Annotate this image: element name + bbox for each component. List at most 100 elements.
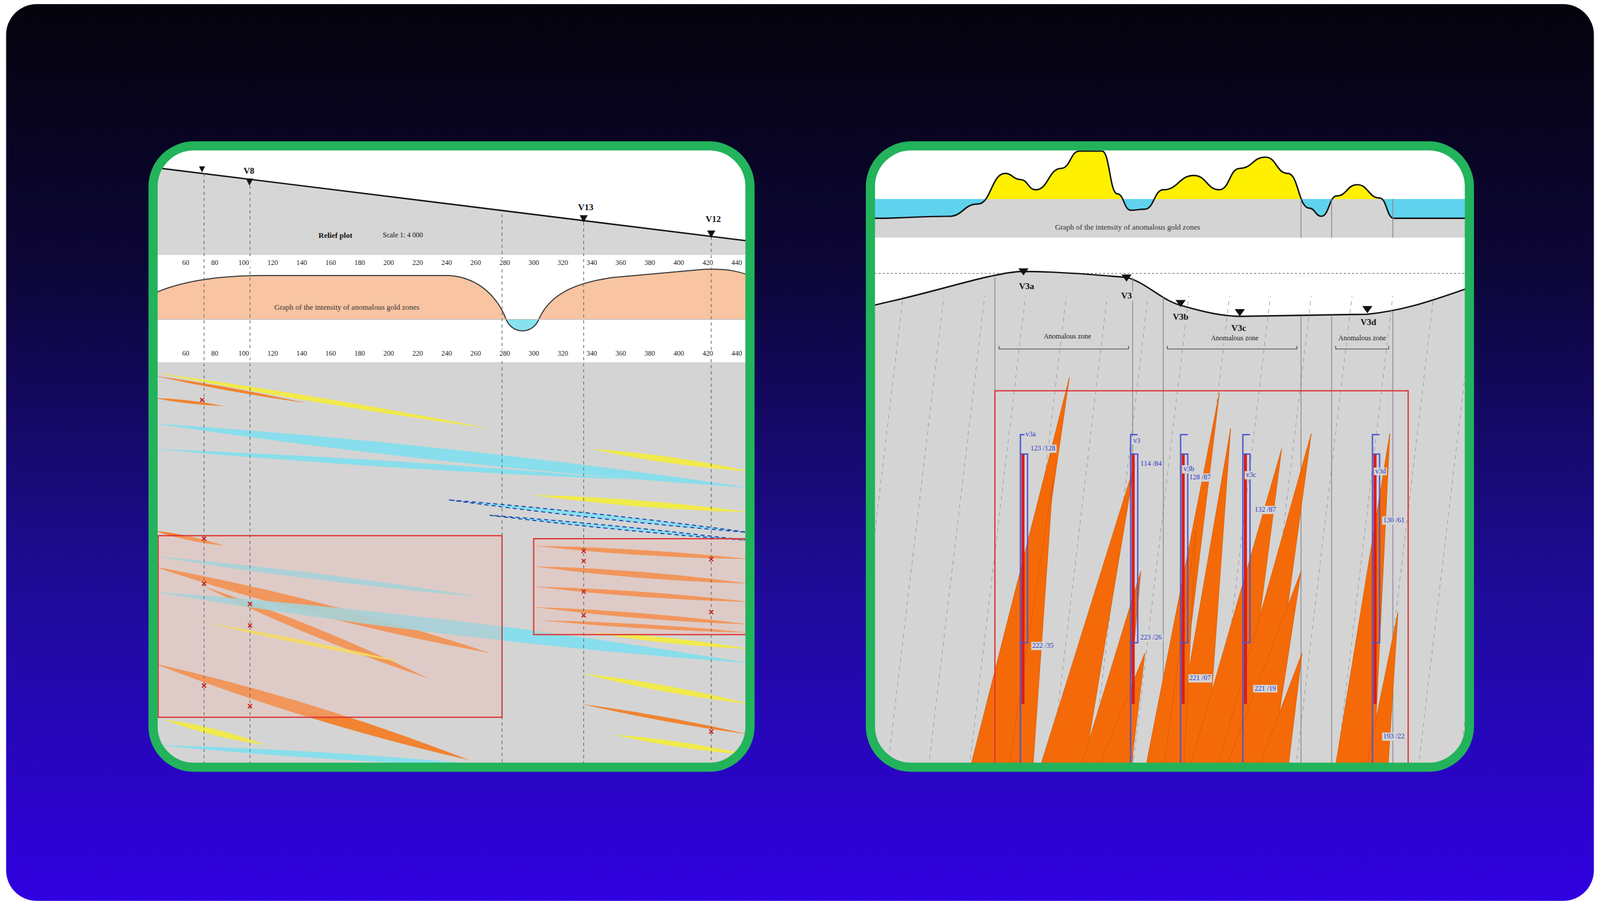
ore-lens bbox=[612, 734, 750, 756]
ore-body bbox=[1096, 652, 1145, 768]
ore-body bbox=[1257, 652, 1303, 768]
well-marker: V3 bbox=[1120, 290, 1134, 301]
panel-border bbox=[870, 145, 1470, 768]
assay-bar bbox=[1373, 453, 1377, 705]
assay-bar bbox=[1181, 453, 1185, 705]
axis-number: 140 bbox=[295, 259, 309, 268]
borehole-label: v3d bbox=[1373, 467, 1387, 476]
ore-lens bbox=[530, 494, 750, 512]
axis-number: 80 bbox=[210, 349, 220, 358]
depth-value: 123 /128 bbox=[1028, 445, 1057, 454]
axis-number: 420 bbox=[701, 349, 715, 358]
well-marker: V3a bbox=[1017, 281, 1036, 292]
axis-number: 80 bbox=[210, 259, 220, 268]
left-section bbox=[153, 145, 750, 768]
axis-number: 380 bbox=[643, 349, 657, 358]
ore-lens bbox=[581, 673, 750, 705]
axis-number: 180 bbox=[353, 349, 367, 358]
depth-value: 114 /84 bbox=[1139, 460, 1163, 469]
axis-number: 160 bbox=[324, 259, 338, 268]
well-marker: V3b bbox=[1171, 311, 1190, 323]
axis-number: 320 bbox=[556, 259, 570, 268]
bedding-line bbox=[870, 296, 904, 768]
depth-value: 128 /87 bbox=[1187, 473, 1212, 482]
sample-mark bbox=[200, 397, 205, 403]
right-section bbox=[870, 145, 1470, 768]
assay-bar bbox=[1021, 453, 1025, 705]
well-marker: V3d bbox=[1359, 317, 1378, 328]
axis-number: 340 bbox=[585, 349, 599, 358]
well-marker: V3c bbox=[1230, 323, 1248, 334]
drill-trace bbox=[1242, 434, 1250, 768]
axis-number: 200 bbox=[382, 259, 395, 268]
axis-number: 380 bbox=[643, 259, 657, 268]
axis-number: 120 bbox=[266, 349, 280, 358]
axis-number: 420 bbox=[701, 259, 715, 268]
panel-border bbox=[153, 145, 750, 768]
drill-trace bbox=[1180, 434, 1188, 768]
background-panel bbox=[5, 4, 1594, 901]
axis-number: 280 bbox=[498, 349, 511, 358]
depth-value: 222 /35 bbox=[1030, 641, 1055, 650]
axis-number: 300 bbox=[527, 259, 541, 268]
graph-caption: Graph of the intensity of anomalous gold… bbox=[273, 302, 421, 312]
borehole-label: v3a bbox=[1024, 430, 1037, 439]
ore-body bbox=[1008, 479, 1054, 768]
ore-lens bbox=[153, 448, 633, 480]
drill-trace bbox=[1372, 434, 1380, 768]
ore-lens bbox=[153, 397, 225, 407]
ore-lens bbox=[581, 704, 750, 735]
axis-number: 440 bbox=[729, 259, 743, 268]
ore-body bbox=[1163, 530, 1196, 768]
ore-lens bbox=[591, 448, 750, 471]
ore-lens bbox=[153, 372, 490, 428]
axis-number: 100 bbox=[237, 259, 251, 268]
axis-number: 160 bbox=[324, 349, 338, 358]
axis-number: 340 bbox=[585, 259, 599, 268]
axis-number: 400 bbox=[672, 259, 686, 268]
assay-bar bbox=[1243, 453, 1247, 705]
axis-number: 440 bbox=[729, 349, 743, 358]
axis-number: 280 bbox=[498, 259, 511, 268]
borehole-label: v3c bbox=[1244, 471, 1257, 480]
axis-number: 180 bbox=[353, 259, 367, 268]
depth-value: 221 /19 bbox=[1253, 684, 1277, 693]
depth-value: 193 /22 bbox=[1382, 732, 1406, 741]
axis-number: 220 bbox=[411, 349, 425, 358]
axis-number: 240 bbox=[440, 259, 454, 268]
zone-label: Anomalous zone bbox=[1042, 332, 1093, 341]
bedding-line bbox=[1295, 296, 1352, 768]
plot-title: Relief plot bbox=[317, 231, 354, 241]
axis-number: 100 bbox=[237, 349, 251, 358]
bedding-line bbox=[887, 296, 944, 768]
ore-lens bbox=[153, 375, 307, 404]
depth-value: 132 /87 bbox=[1253, 505, 1277, 514]
axis-number: 320 bbox=[556, 349, 570, 358]
ore-body bbox=[1365, 612, 1398, 768]
bedding-line bbox=[928, 296, 985, 768]
axis-number: 60 bbox=[180, 259, 191, 268]
axis-number: 260 bbox=[469, 349, 483, 358]
ore-body bbox=[969, 377, 1070, 768]
scale-note: Scale 1: 4 000 bbox=[381, 231, 424, 240]
well-marker: V12 bbox=[704, 214, 723, 225]
depth-value: 130 /61 bbox=[1382, 516, 1406, 525]
ore-lens bbox=[153, 423, 750, 488]
depth-value: 221 /07 bbox=[1187, 674, 1212, 683]
depth-value: 223 /26 bbox=[1139, 633, 1163, 642]
borehole-label: v3b bbox=[1182, 465, 1195, 474]
axis-number: 360 bbox=[613, 349, 627, 358]
drill-trace bbox=[1130, 434, 1138, 768]
axis-number: 140 bbox=[295, 349, 309, 358]
axis-number: 240 bbox=[440, 349, 454, 358]
axis-number: 260 bbox=[469, 259, 483, 268]
borehole-label: v3 bbox=[1132, 436, 1142, 446]
zone-label: Anomalous zone bbox=[1337, 334, 1388, 343]
axis-number: 120 bbox=[266, 259, 280, 268]
ore-body bbox=[1216, 433, 1311, 768]
axis-number: 200 bbox=[382, 349, 395, 358]
zone-label: Anomalous zone bbox=[1209, 334, 1260, 343]
